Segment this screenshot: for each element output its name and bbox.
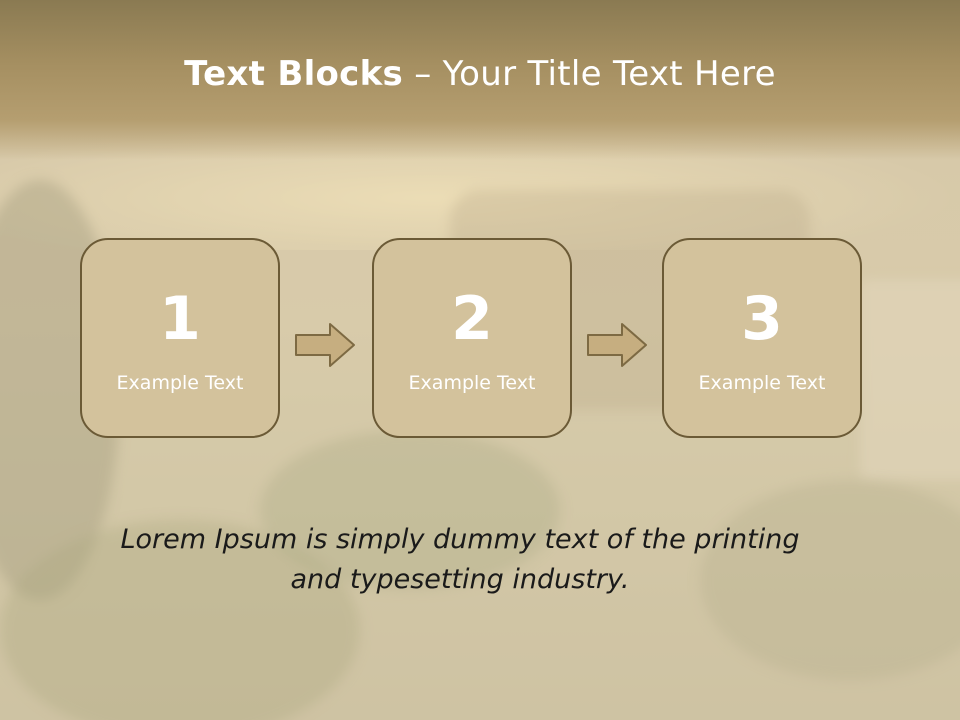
foliage-bottom [0,520,360,720]
block-label: Example Text [116,372,244,394]
text-block-2: 2 Example Text [372,238,572,438]
block-number: 1 [159,284,201,354]
title-separator: – [403,54,443,94]
body-line-1: Lorem Ipsum is simply dummy text of the … [120,524,800,555]
building-right [860,280,960,480]
foliage-right [700,480,960,680]
block-label: Example Text [408,372,536,394]
text-block-3: 3 Example Text [662,238,862,438]
title-rest: Your Title Text Here [442,54,776,94]
right-arrow-icon [587,323,647,367]
block-label: Example Text [698,372,826,394]
page-title: Text Blocks – Your Title Text Here [0,54,960,94]
block-number: 3 [741,284,783,354]
block-number: 2 [451,284,493,354]
right-arrow-icon [295,323,355,367]
body-text: Lorem Ipsum is simply dummy text of the … [0,520,920,600]
body-line-2: and typesetting industry. [290,564,630,595]
title-bold: Text Blocks [184,54,404,94]
foliage-mid [260,430,560,590]
text-block-1: 1 Example Text [80,238,280,438]
title-band [0,0,960,160]
